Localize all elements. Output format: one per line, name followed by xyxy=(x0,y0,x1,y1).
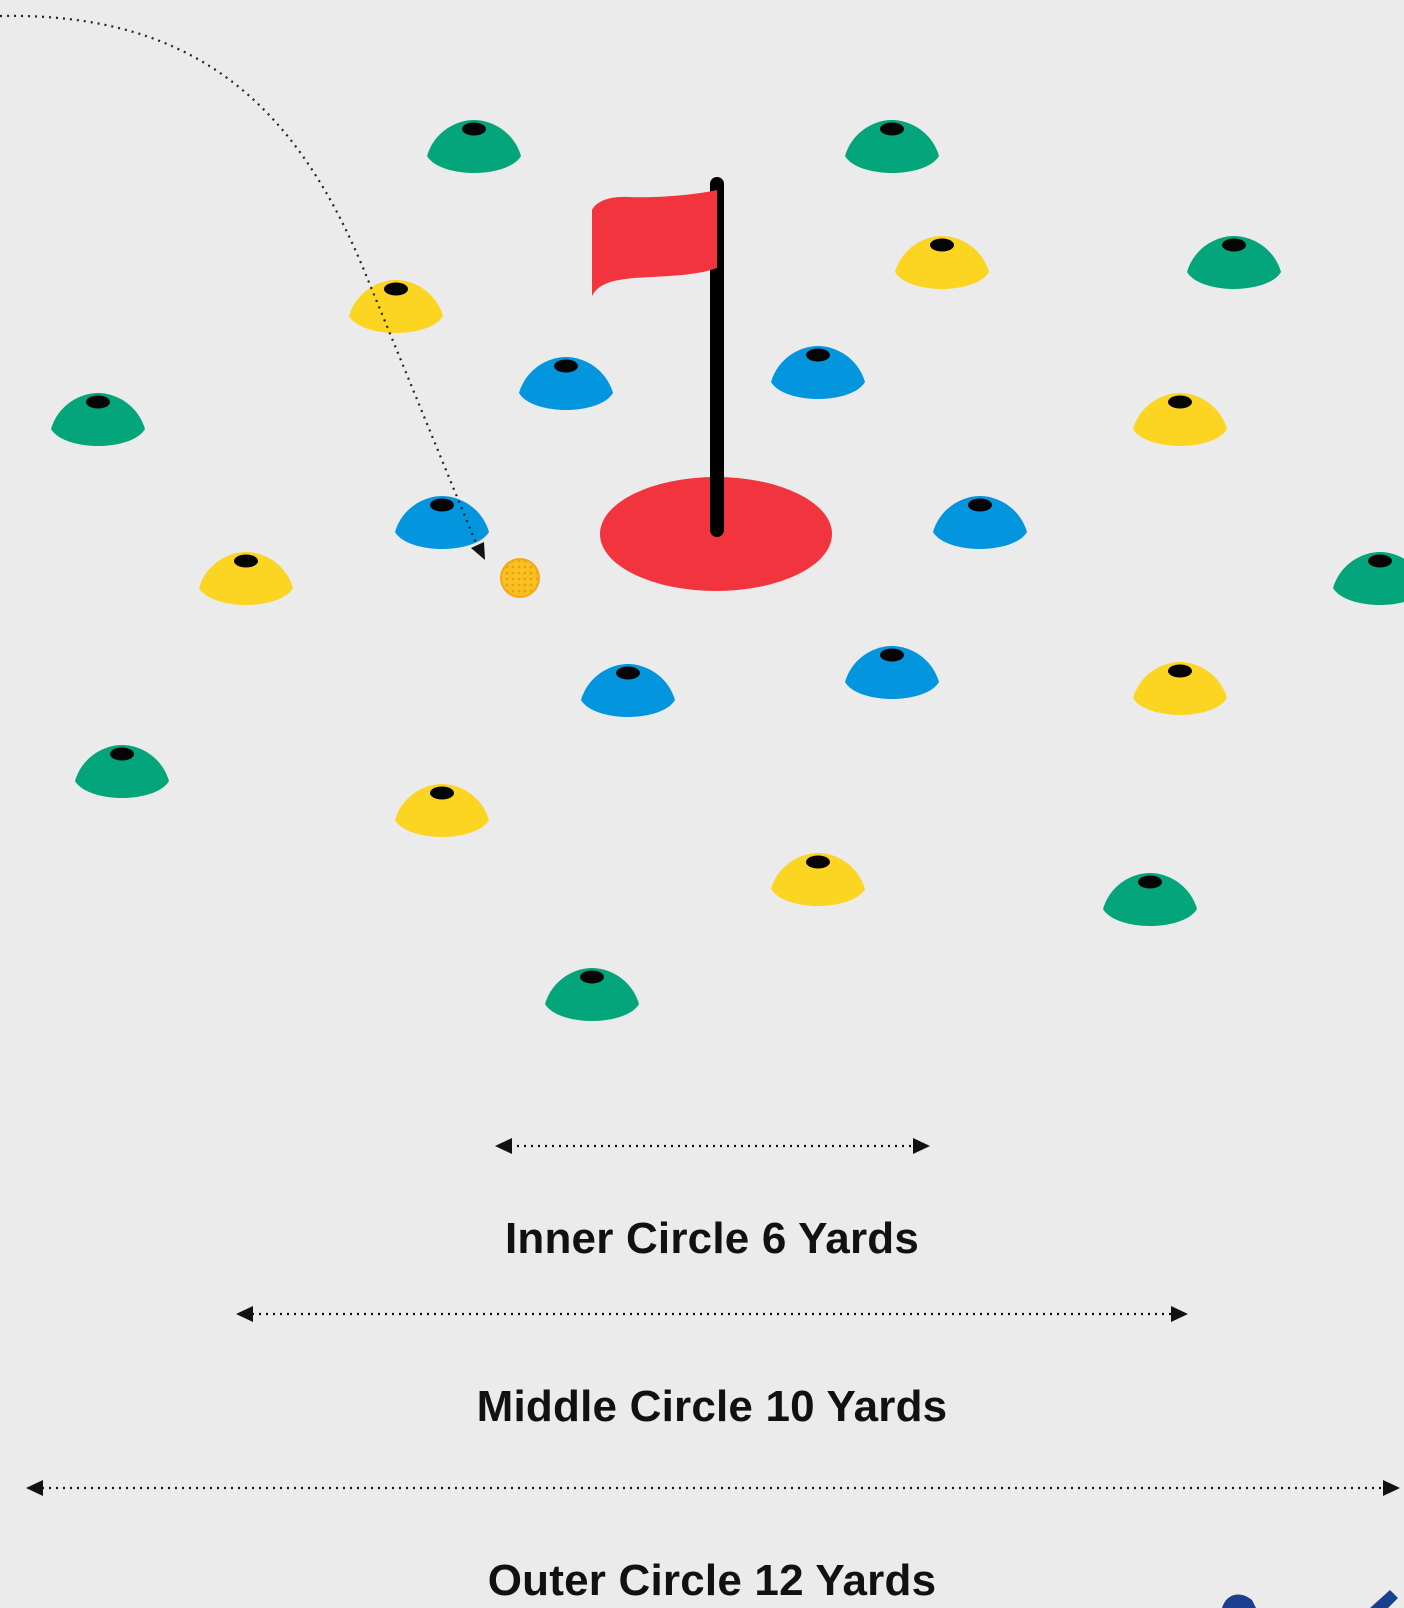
outer-circle-label: Outer Circle 12 Yards xyxy=(0,1556,1404,1606)
outer-cone-7 xyxy=(1103,873,1197,926)
outer-cone-5 xyxy=(1333,552,1404,605)
middle-cone-3 xyxy=(1133,393,1227,446)
outer-cone-4 xyxy=(51,393,145,446)
inner-cone-1 xyxy=(519,357,613,410)
outer-cone-1 xyxy=(427,120,521,173)
outer-cone-6 xyxy=(75,745,169,798)
middle-cone-2 xyxy=(895,236,989,289)
inner-cone-6 xyxy=(845,646,939,699)
outer-cone-3 xyxy=(1187,236,1281,289)
middle-dimension-arrow xyxy=(236,1306,1188,1322)
inner-cone-4 xyxy=(933,496,1027,549)
middle-cone-4 xyxy=(199,552,293,605)
inner-cone-5 xyxy=(581,664,675,717)
outer-dimension-arrow xyxy=(26,1480,1400,1496)
middle-cone-5 xyxy=(1133,662,1227,715)
inner-cone-2 xyxy=(771,346,865,399)
middle-cone-1 xyxy=(349,280,443,333)
middle-circle-label: Middle Circle 10 Yards xyxy=(0,1382,1404,1432)
outer-cone-8 xyxy=(545,968,639,1021)
outer-cone-2 xyxy=(845,120,939,173)
middle-cone-7 xyxy=(771,853,865,906)
golf-ball xyxy=(501,559,539,597)
middle-cone-6 xyxy=(395,784,489,837)
inner-dimension-arrow xyxy=(495,1138,930,1154)
inner-circle-label: Inner Circle 6 Yards xyxy=(0,1214,1404,1264)
flag-icon xyxy=(592,190,717,296)
putt-arrowhead xyxy=(471,542,485,560)
